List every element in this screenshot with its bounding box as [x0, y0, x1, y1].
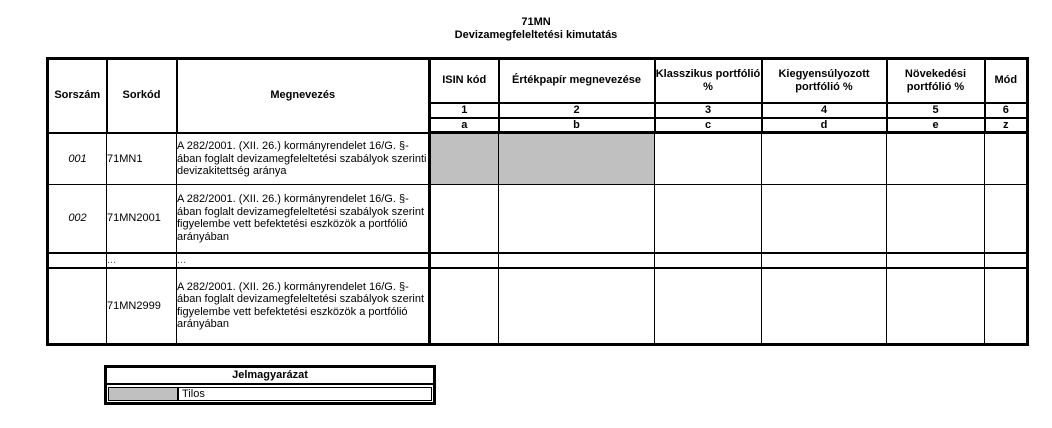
col-number-1: 1	[428, 101, 500, 119]
novekedesi-cell	[886, 267, 985, 345]
isin-cell	[429, 267, 499, 345]
megnevezes-cell: A 282/2001. (XII. 26.) kormányrendelet 1…	[176, 267, 431, 345]
novekedesi-cell	[886, 184, 985, 253]
table-row-ellipsis: ... ...	[47, 251, 1028, 269]
megnevezes-cell: A 282/2001. (XII. 26.) kormányrendelet 1…	[176, 184, 431, 253]
form-title-block: 71MN Devizamegfeleltetési kimutatás	[46, 16, 1026, 42]
form-code: 71MN	[521, 16, 551, 28]
sorkod-cell: 71MN1	[106, 132, 177, 185]
mod-cell	[984, 267, 1028, 345]
col-header-sorszam: Sorszám	[46, 57, 108, 134]
klasszikus-cell	[654, 267, 762, 345]
col-header-mod: Mód	[983, 57, 1029, 104]
isin-cell	[429, 184, 499, 253]
col-header-sorkod: Sorkód	[105, 57, 178, 134]
ertekpapir-cell	[498, 251, 655, 269]
klasszikus-cell	[654, 132, 762, 185]
col-header-kiegyensulyozott: Kiegyensúlyozott portfólió %	[760, 57, 888, 104]
col-number-4: 4	[760, 101, 888, 119]
mod-cell	[984, 132, 1028, 185]
mod-cell	[984, 251, 1028, 269]
table-row-002: 002 71MN2001 A 282/2001. (XII. 26.) korm…	[47, 184, 1028, 253]
legend-title: Jelmagyarázat	[107, 368, 433, 385]
col-letter-z: z	[983, 116, 1029, 134]
ertekpapir-cell	[498, 267, 655, 345]
mod-cell	[984, 184, 1028, 253]
sorszam-cell	[47, 251, 107, 269]
sorkod-cell: 71MN2001	[106, 184, 177, 253]
header-row: Sorszám Sorkód Megnevezés ISIN kód Érték…	[46, 57, 1029, 134]
kiegyensulyozott-cell	[761, 267, 887, 345]
isin-cell	[429, 251, 499, 269]
klasszikus-cell	[654, 184, 762, 253]
megnevezes-cell: A 282/2001. (XII. 26.) kormányrendelet 1…	[176, 132, 431, 185]
col-number-5: 5	[885, 101, 986, 119]
main-table: Sorszám Sorkód Megnevezés ISIN kód Érték…	[46, 57, 1029, 346]
col-letter-e: e	[885, 116, 986, 134]
column-number-row: 1 2 3 4 5 6	[48, 101, 1029, 119]
novekedesi-cell	[886, 132, 985, 185]
table-row-001: 001 71MN1 A 282/2001. (XII. 26.) kormány…	[47, 132, 1028, 185]
sorkod-cell: ...	[106, 251, 177, 269]
legend-label-tilos: Tilos	[178, 386, 432, 401]
col-letter-a: a	[428, 116, 500, 134]
form-title: Devizamegfeleltetési kimutatás	[454, 29, 618, 41]
novekedesi-cell	[886, 251, 985, 269]
sorszam-cell: 001	[47, 132, 107, 185]
col-letter-c: c	[653, 116, 763, 134]
megnevezes-cell: ...	[176, 251, 431, 269]
col-letter-d: d	[760, 116, 888, 134]
legend-item-tilos: Tilos	[107, 385, 433, 402]
col-header-isin: ISIN kód	[428, 57, 500, 104]
ertekpapir-cell	[498, 184, 655, 253]
table-row-2999: 71MN2999 A 282/2001. (XII. 26.) kormányr…	[47, 267, 1028, 345]
sorszam-cell: 002	[47, 184, 107, 253]
isin-cell-tilos	[429, 132, 499, 185]
col-header-klasszikus: Klasszikus portfólió %	[653, 57, 763, 104]
kiegyensulyozott-cell	[761, 132, 887, 185]
ertekpapir-cell-tilos	[498, 132, 655, 185]
col-number-3: 3	[653, 101, 763, 119]
kiegyensulyozott-cell	[761, 184, 887, 253]
sorkod-cell: 71MN2999	[106, 267, 177, 345]
sorszam-cell	[47, 267, 107, 345]
col-header-megnevezes: Megnevezés	[175, 57, 431, 134]
col-letter-b: b	[497, 116, 656, 134]
col-header-ertekpapir: Értékpapír megnevezése	[497, 57, 656, 104]
kiegyensulyozott-cell	[761, 251, 887, 269]
col-number-2: 2	[497, 101, 656, 119]
tilos-color-swatch	[108, 386, 178, 401]
klasszikus-cell	[654, 251, 762, 269]
col-header-novekedesi: Növekedési portfólió %	[885, 57, 986, 104]
col-number-6: 6	[983, 101, 1029, 119]
column-letter-row: a b c d e z	[48, 116, 1029, 134]
legend-box: Jelmagyarázat Tilos	[104, 365, 436, 405]
